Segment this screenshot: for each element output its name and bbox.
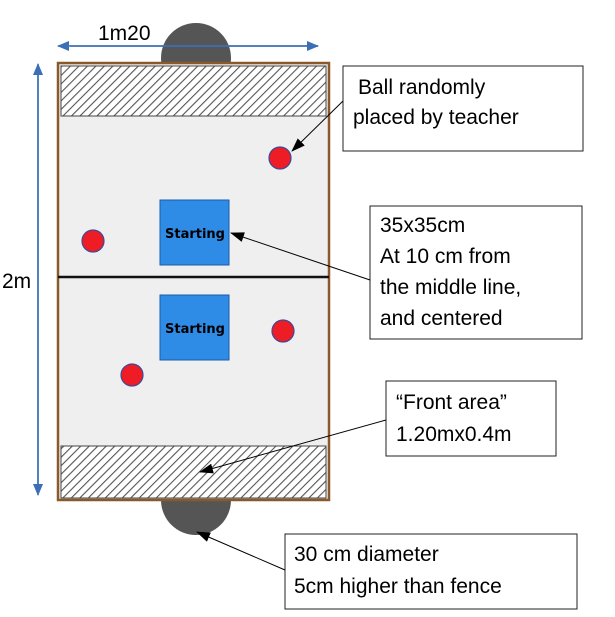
ball-callout-box: [342, 65, 584, 152]
width-label: 1m20: [98, 22, 151, 45]
front-area-callout-pointer: [199, 419, 387, 474]
ball-callout-text: Ball randomly placed by teacher: [353, 76, 519, 129]
start-box-callout-box: [369, 205, 583, 340]
ball: [81, 229, 105, 253]
ball: [271, 319, 295, 343]
start-box-callout-text: 35x35cm At 10 cm from the middle line, a…: [380, 214, 527, 330]
start-box-bottom: [159, 294, 230, 361]
start-box-top: [159, 199, 230, 266]
goal-callout-pointer: [196, 531, 286, 571]
field: [56, 61, 331, 502]
ball: [268, 146, 292, 170]
ball: [120, 363, 144, 387]
front-area-callout-text: “Front area” 1.20mx0.4m: [396, 391, 513, 446]
start-box-callout-pointer: [230, 232, 371, 281]
goal-callout-text: 30 cm diameter 5cm higher than fence: [294, 543, 502, 598]
front-area-top: [60, 65, 327, 117]
start-box-top-label: Starting: [165, 227, 225, 242]
front-area-bottom: [60, 445, 327, 499]
goal-callout-box: [284, 533, 578, 610]
start-box-bottom-label: Starting: [165, 322, 225, 337]
ball-callout-pointer: [291, 100, 344, 152]
height-label: 2m: [2, 270, 31, 293]
front-area-callout-box: [385, 380, 557, 457]
